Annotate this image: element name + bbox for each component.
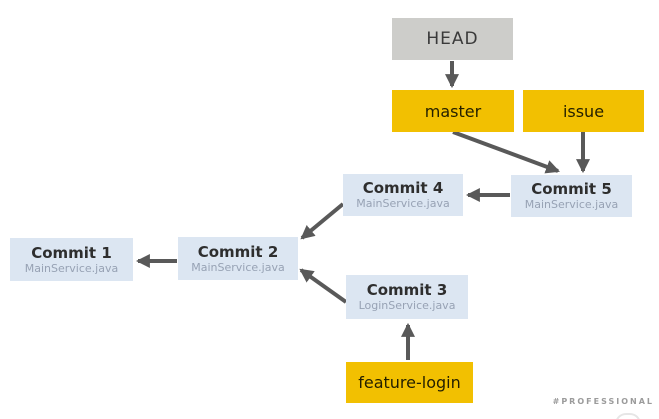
node-head-label: HEAD [426, 28, 479, 49]
node-commit-1: Commit 1 MainService.java [10, 238, 133, 281]
node-branch-issue: issue [523, 90, 644, 132]
node-issue-label: issue [562, 101, 605, 121]
arrow-commit3-to-commit2 [299, 268, 348, 304]
node-commit3-file: LoginService.java [358, 299, 456, 312]
node-commit-3: Commit 3 LoginService.java [346, 275, 468, 319]
node-commit-2: Commit 2 MainService.java [178, 237, 298, 280]
watermark-professional: #PROFESSIONAL [552, 397, 654, 406]
arrow-master-to-commit5 [452, 130, 560, 174]
node-commit1-file: MainService.java [24, 261, 119, 275]
node-master-label: master [424, 101, 482, 121]
node-commit3-label: Commit 3 [366, 281, 448, 299]
node-feature-login-label: feature-login [358, 373, 461, 392]
node-commit4-label: Commit 4 [362, 179, 444, 197]
node-commit2-label: Commit 2 [197, 242, 279, 261]
logo-fragment [615, 413, 641, 419]
node-commit1-label: Commit 1 [31, 243, 112, 262]
node-head: HEAD [392, 18, 513, 60]
node-commit5-label: Commit 5 [531, 180, 612, 198]
node-branch-feature-login: feature-login [346, 362, 473, 403]
node-commit4-file: MainService.java [356, 197, 450, 210]
node-commit5-file: MainService.java [524, 198, 619, 211]
node-commit-4: Commit 4 MainService.java [343, 174, 463, 216]
node-commit-5: Commit 5 MainService.java [511, 175, 632, 217]
node-commit2-file: MainService.java [191, 260, 285, 274]
node-branch-master: master [392, 90, 514, 132]
arrow-commit4-to-commit2 [300, 202, 345, 240]
